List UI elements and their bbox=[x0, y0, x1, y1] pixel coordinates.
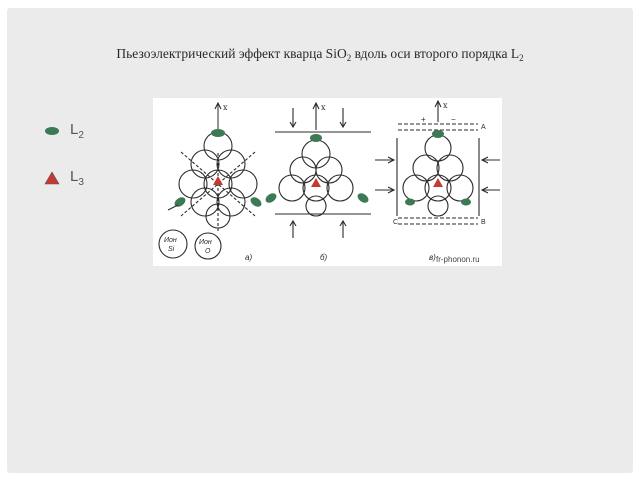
panel-b: x б) bbox=[265, 101, 371, 262]
legend-label-l2: L2 bbox=[70, 121, 84, 141]
panel-c: x A B C + − в) bbox=[375, 99, 500, 262]
legend-label-l3: L3 bbox=[70, 168, 84, 188]
ion-o-symbol: O bbox=[205, 248, 211, 255]
panel-label-c: в) bbox=[429, 253, 436, 262]
axis-x-label-b: x bbox=[321, 103, 326, 112]
panel-a: x Ион Si Ион O а) bbox=[158, 101, 262, 262]
slide-title: Пьезоэлектрический эффект кварца SiO2 вд… bbox=[116, 46, 524, 63]
ion-o-label: Ион bbox=[199, 239, 212, 246]
legend-item-l3: L3 bbox=[44, 168, 84, 188]
ion-si-symbol: Si bbox=[168, 246, 175, 253]
panel-label-a: а) bbox=[245, 253, 252, 262]
red-triangle-icon bbox=[44, 171, 60, 185]
axis-x-label-c: x bbox=[443, 101, 448, 110]
sign-plus: + bbox=[421, 115, 426, 124]
axis-x-label-a: x bbox=[223, 103, 228, 112]
plate-label-b: B bbox=[481, 219, 486, 226]
legend-item-l2: L2 bbox=[44, 121, 84, 141]
panel-label-b: б) bbox=[320, 253, 328, 262]
ion-si-label: Ион bbox=[164, 237, 177, 244]
plate-label-a: A bbox=[481, 124, 486, 131]
green-ellipse-icon bbox=[45, 127, 59, 135]
watermark-text: fr-phonon.ru bbox=[436, 255, 480, 264]
quartz-diagram: x Ион Si Ион O а) bbox=[153, 98, 502, 266]
plate-label-c: C bbox=[393, 219, 398, 226]
sign-minus: − bbox=[451, 115, 456, 124]
